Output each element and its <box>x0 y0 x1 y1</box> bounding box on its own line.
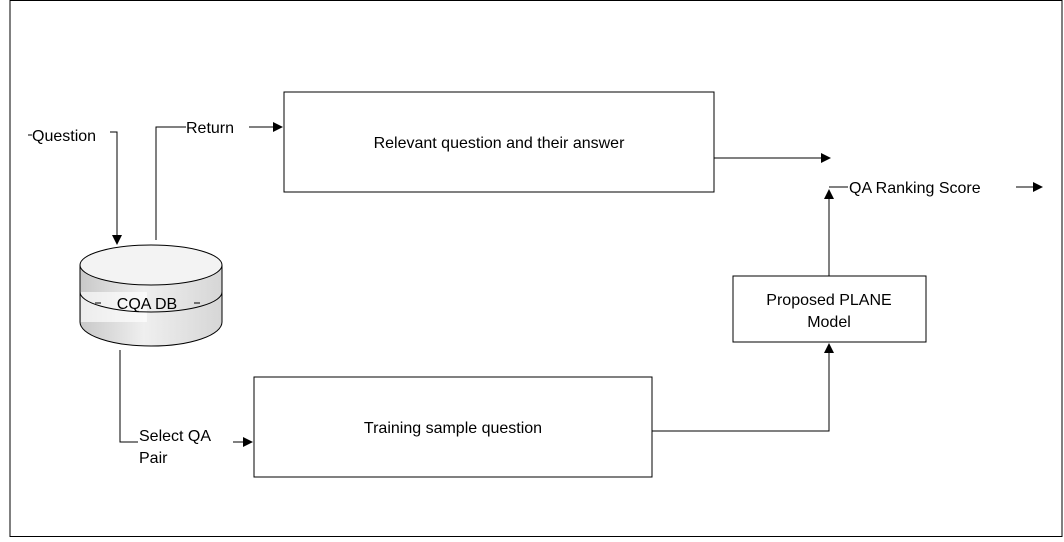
select-qa-label-line1: Select QA <box>139 428 211 445</box>
return-label: Return <box>186 120 234 137</box>
cqa-db-cylinder <box>79 244 223 347</box>
question-arrow <box>110 131 122 245</box>
select-qa-line <box>119 350 138 443</box>
plane-model-box-label-line2: Model <box>807 314 851 331</box>
cqa-db-label: CQA DB <box>117 296 177 313</box>
relevant-qa-box <box>283 91 715 193</box>
relevant-qa-box-label: Relevant question and their answer <box>374 135 625 152</box>
question-label: Question <box>32 128 96 145</box>
training-to-plane-arrow <box>652 343 834 432</box>
return-line <box>155 126 186 240</box>
plane-model-box-label-line1: Proposed PLANE <box>766 292 891 309</box>
select-qa-label-line2: Pair <box>139 450 168 467</box>
plane-model-box <box>732 275 927 343</box>
training-sample-box-label: Training sample question <box>364 420 542 437</box>
training-sample-box <box>253 376 653 478</box>
qa-ranking-score-label: QA Ranking Score <box>849 180 981 197</box>
